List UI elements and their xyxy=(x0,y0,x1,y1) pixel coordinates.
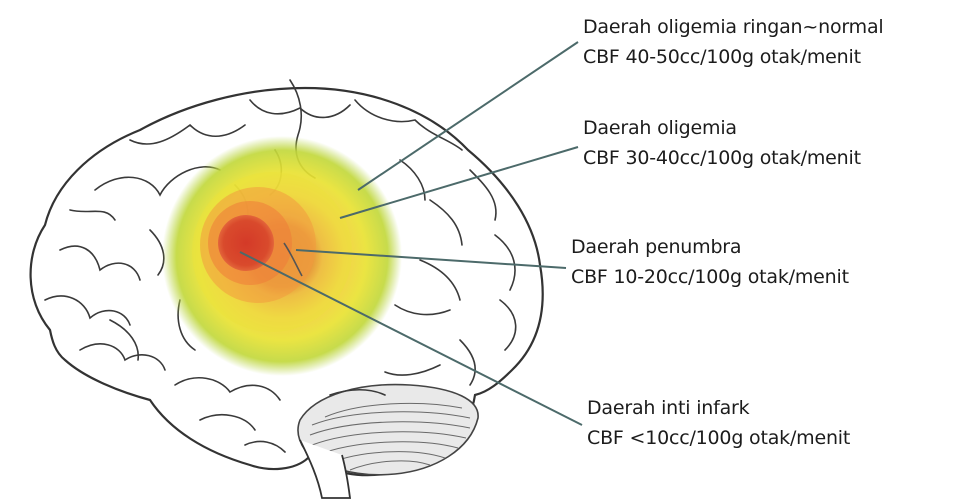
zone-core-infarct xyxy=(218,215,274,271)
label-core-infarct-title: Daerah inti infark xyxy=(587,393,850,423)
label-oligemia: Daerah oligemia CBF 30-40cc/100g otak/me… xyxy=(583,113,861,173)
label-oligemia-cbf: CBF 30-40cc/100g otak/menit xyxy=(583,143,861,173)
label-penumbra: Daerah penumbra CBF 10-20cc/100g otak/me… xyxy=(571,232,849,292)
label-mild-oligemia: Daerah oligemia ringan~normal CBF 40-50c… xyxy=(583,12,883,72)
label-core-infarct: Daerah inti infark CBF <10cc/100g otak/m… xyxy=(587,393,850,453)
label-mild-oligemia-title: Daerah oligemia ringan~normal xyxy=(583,12,883,42)
label-penumbra-cbf: CBF 10-20cc/100g otak/menit xyxy=(571,262,849,292)
label-penumbra-title: Daerah penumbra xyxy=(571,232,849,262)
label-core-infarct-cbf: CBF <10cc/100g otak/menit xyxy=(587,423,850,453)
label-mild-oligemia-cbf: CBF 40-50cc/100g otak/menit xyxy=(583,42,883,72)
label-oligemia-title: Daerah oligemia xyxy=(583,113,861,143)
